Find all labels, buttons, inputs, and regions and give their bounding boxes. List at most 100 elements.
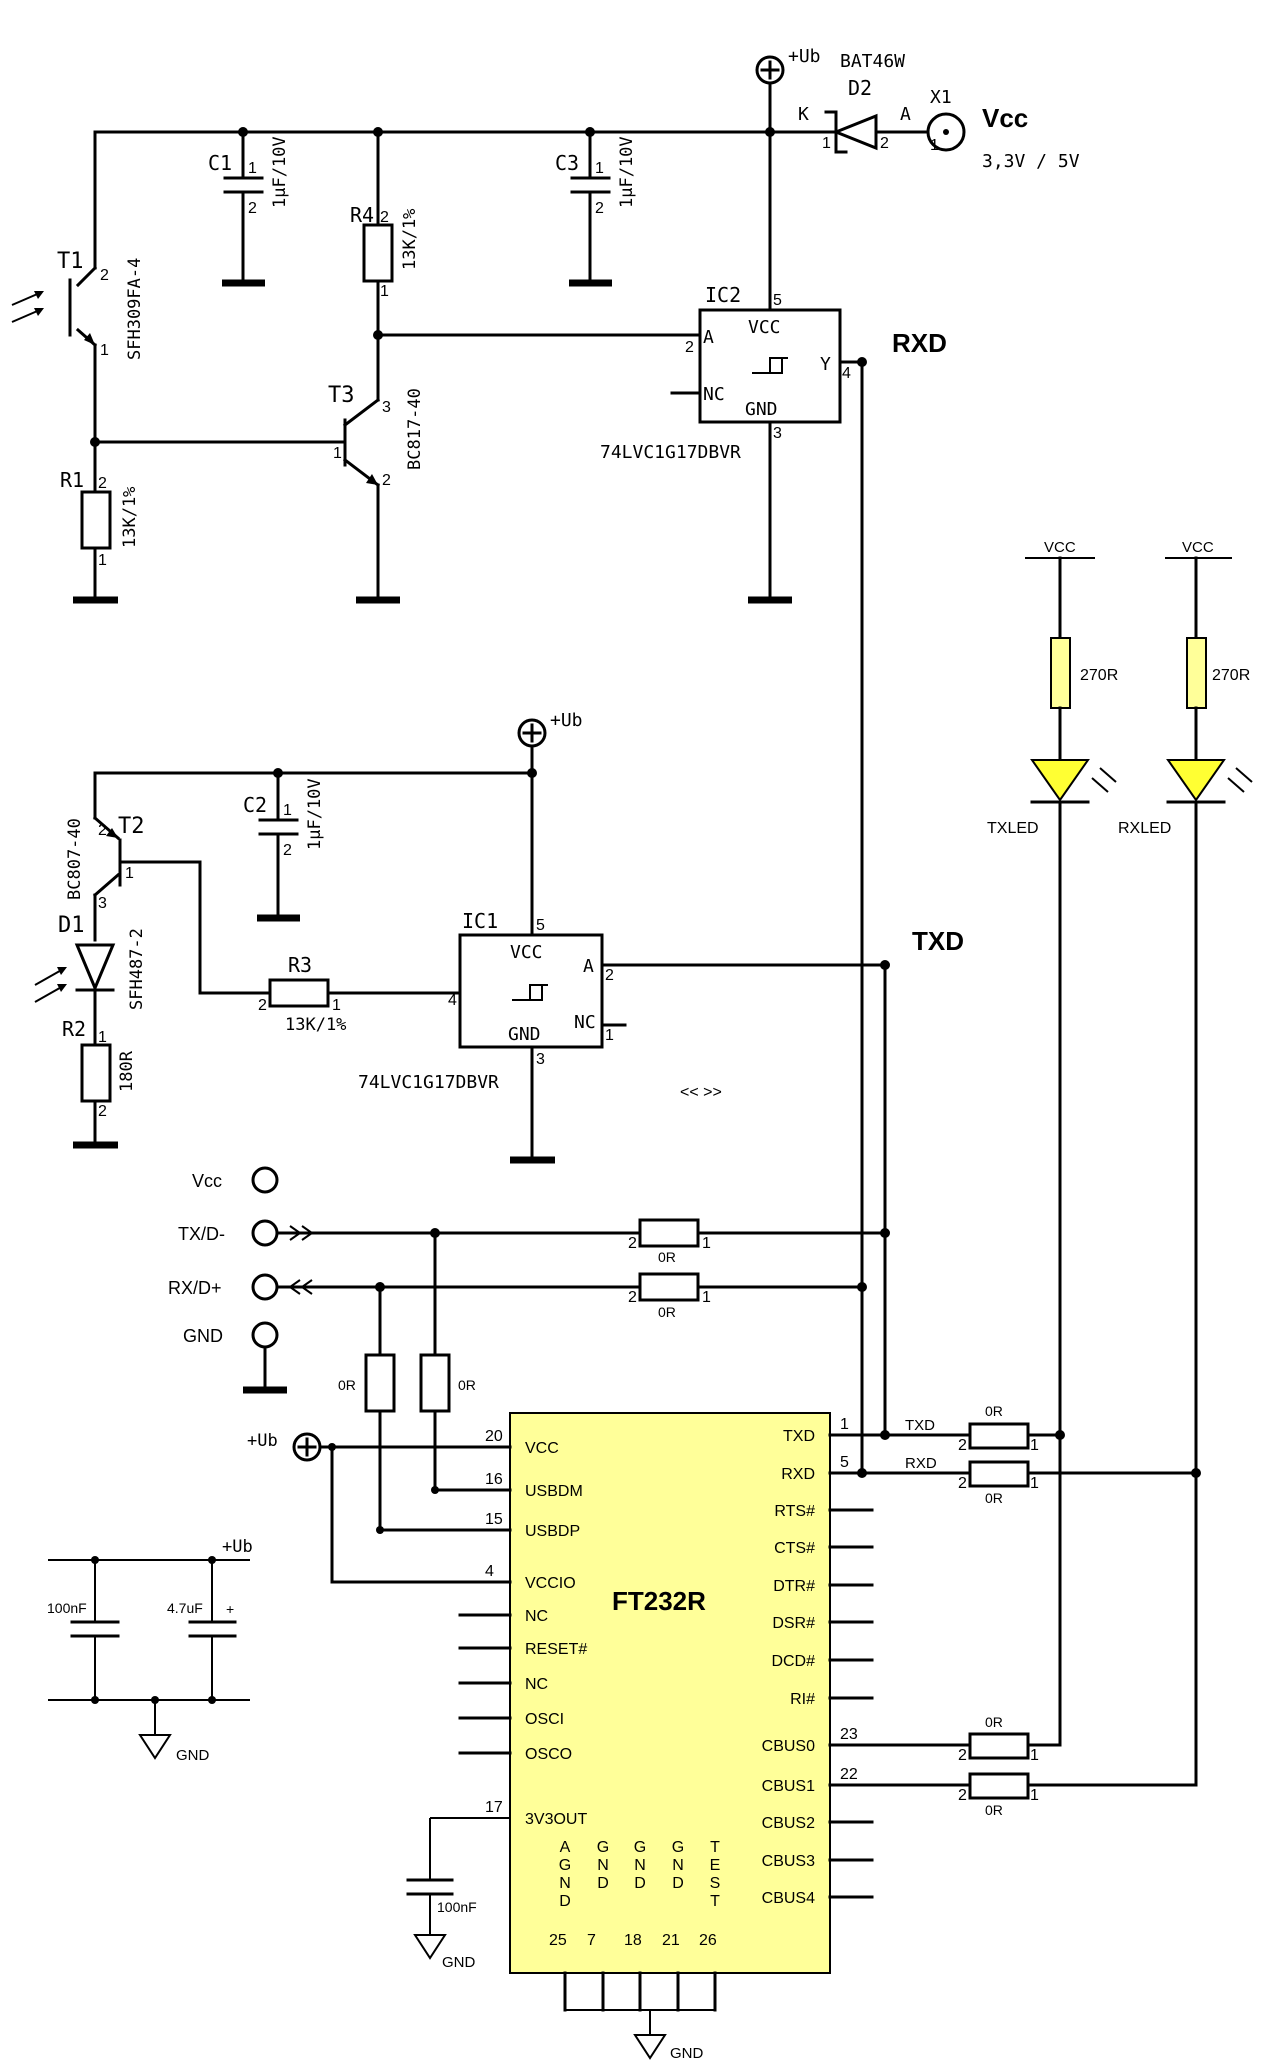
supply-ub-top-label: +Ub <box>788 46 821 67</box>
led-vcc-1: VCC <box>1044 539 1076 556</box>
c1-ref: C1 <box>208 151 232 175</box>
c3v3-value: 100nF <box>437 1899 477 1915</box>
c1-pin1: 1 <box>248 160 257 177</box>
c3-ref: C3 <box>555 151 579 175</box>
d2-a: A <box>900 104 911 125</box>
x1-pin1: 1 <box>930 137 939 154</box>
ft-bottom-char-gnd-2-0: G <box>634 1839 646 1856</box>
ft-right-pin-rts-2: RTS# <box>774 1503 815 1520</box>
ft-right-num-rxd-1: 5 <box>840 1454 849 1471</box>
ft-left-pin-nc-6: NC <box>525 1676 548 1693</box>
tx-led-branch: VCC 270R TXLED <box>987 539 1118 1747</box>
r-v2-value: 0R <box>458 1377 476 1393</box>
r-tx-value: 0R <box>658 1249 676 1265</box>
connector-x1: X1 1 Vcc 3,3V / 5V <box>898 87 1080 172</box>
ic2-ref: IC2 <box>705 283 741 307</box>
transistor-t3: T3 BC817-40 3 1 2 <box>93 383 425 604</box>
ic2-vcc: VCC <box>748 317 781 338</box>
ic2-a: A <box>703 327 714 348</box>
r-rxd-pin1: 1 <box>1030 1475 1039 1492</box>
dec-plus: + <box>226 1601 234 1617</box>
supply-ub-mid: +Ub <box>93 710 583 937</box>
ft-bottom-num-agnd-0: 25 <box>549 1932 567 1949</box>
ft-bottom-char-test-4-2: S <box>710 1875 721 1892</box>
conn-tx-label: TX/D- <box>178 1224 225 1244</box>
ic1-pin3: 3 <box>536 1051 545 1068</box>
ft-bottom-num-gnd-1: 7 <box>587 1932 596 1949</box>
capacitor-c3: C3 1µF/10V 1 2 <box>555 130 637 287</box>
out-txd-label: TXD <box>905 1417 935 1434</box>
r-rxd-value: 0R <box>985 1490 1003 1506</box>
r-cb1-pin2: 2 <box>958 1787 967 1804</box>
ic1-gnd: GND <box>508 1024 541 1045</box>
phototransistor-t1: T1 SFH309FA-4 2 1 <box>11 130 145 447</box>
r-cb0-pin2: 2 <box>958 1747 967 1764</box>
ir-led-d1: D1 SFH487-2 <box>34 913 147 1047</box>
ft-bottom-num-gnd-3: 21 <box>662 1932 680 1949</box>
ft-bottom-char-gnd-2-1: N <box>634 1857 646 1874</box>
ft232r-outputs: TXD 0R 2 1 RXD 0R 2 1 0R 2 1 0R 2 1 <box>828 1403 1201 1818</box>
r-txd-value: 0R <box>985 1403 1003 1419</box>
ft-left-num-vccio-3: 4 <box>485 1563 494 1580</box>
ft232r-supply: +Ub <box>247 1431 512 1584</box>
r-txd-pin1: 1 <box>1030 1437 1039 1454</box>
r1-pin2: 2 <box>98 475 107 492</box>
ft-right-pin-cbus0-8: CBUS0 <box>762 1738 815 1755</box>
ft-left-num-usbdp-2: 15 <box>485 1511 503 1528</box>
ic1-part: 74LVC1G17DBVR <box>358 1072 499 1093</box>
ft-left-pin-osco-8: OSCO <box>525 1746 572 1763</box>
c3v3-gnd: GND <box>442 1954 476 1971</box>
t3-ref: T3 <box>328 383 355 408</box>
ft-bottom-num-test-4: 26 <box>699 1932 717 1949</box>
c3-pin2: 2 <box>595 200 604 217</box>
ft-right-pin-cbus2-10: CBUS2 <box>762 1815 815 1832</box>
r1-value: 13K/1% <box>120 487 140 548</box>
ft232r-name: FT232R <box>612 1586 706 1616</box>
capacitor-c2: C2 1µF/10V 1 2 <box>243 771 325 922</box>
ic1-a: A <box>583 956 594 977</box>
t3-part: BC817-40 <box>405 388 425 470</box>
ft-right-pin-cbus4-12: CBUS4 <box>762 1890 815 1907</box>
vcc-values: 3,3V / 5V <box>982 151 1080 172</box>
ft-bottom-char-agnd-0-1: G <box>559 1857 571 1874</box>
c3-pin1: 1 <box>595 160 604 177</box>
r3-pin1: 1 <box>332 997 341 1014</box>
diode-d2: BAT46W D2 K A 1 2 <box>768 51 911 154</box>
ft232r-supply-label: +Ub <box>247 1431 278 1451</box>
cap-3v3out: 100nF GND <box>406 1817 510 1971</box>
ic2-part: 74LVC1G17DBVR <box>600 442 741 463</box>
r2-pin2: 2 <box>98 1103 107 1120</box>
ft-right-num-cbus0-8: 23 <box>840 1726 858 1743</box>
t1-ref: T1 <box>57 249 84 274</box>
t1-part: SFH309FA-4 <box>125 258 145 360</box>
r-tx-pin1: 1 <box>702 1235 711 1252</box>
schmitt-ic2: IC2 VCC GND A NC Y 5 2 4 3 74LVC1G17DBVR… <box>600 130 947 604</box>
ic1-pin2: 2 <box>605 967 614 984</box>
r-txd-pin2: 2 <box>958 1437 967 1454</box>
c1-value: 1µF/10V <box>270 136 290 208</box>
supply-ub-top: +Ub <box>755 46 821 134</box>
r3-value: 13K/1% <box>285 1015 346 1035</box>
d1-ref: D1 <box>58 913 85 938</box>
dec-c2: 4.7uF <box>167 1600 203 1616</box>
conn-vcc-label: Vcc <box>192 1171 222 1191</box>
led-r2: 270R <box>1212 667 1250 684</box>
dec-c1: 100nF <box>47 1600 87 1616</box>
resistor-r4: R4 13K/1% 2 1 <box>350 130 420 402</box>
r-cb0-value: 0R <box>985 1714 1003 1730</box>
ft-left-pin-osci-7: OSCI <box>525 1711 564 1728</box>
r1-pin1: 1 <box>98 552 107 569</box>
ft-right-pin-txd-0: TXD <box>783 1428 815 1445</box>
ft-left-num-3v3out-9: 17 <box>485 1799 503 1816</box>
t2-pin3: 3 <box>98 895 107 912</box>
capacitor-c1: C1 1µF/10V 1 2 <box>208 130 290 287</box>
led-vcc-2: VCC <box>1182 539 1214 556</box>
c1-pin2: 2 <box>248 200 257 217</box>
r1-ref: R1 <box>60 468 84 492</box>
d2-pin1: 1 <box>822 135 831 152</box>
ft-right-pin-cts-3: CTS# <box>774 1540 815 1557</box>
ic1-pin5: 5 <box>536 917 545 934</box>
ic1-nc: NC <box>574 1012 596 1033</box>
